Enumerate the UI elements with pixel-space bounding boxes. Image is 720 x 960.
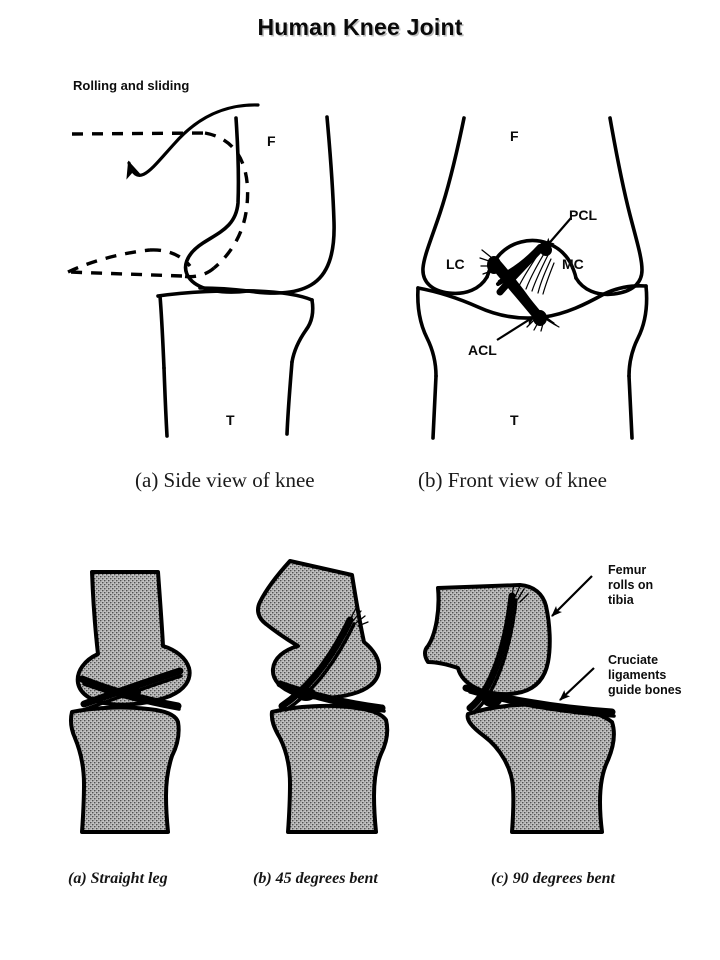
lateral-condyle-label: LC [446,256,465,272]
tibia-outline-front [416,284,649,440]
tibia-outline-side [156,288,315,438]
front-view-figure [416,116,649,440]
panel-45-degrees [256,559,390,834]
cruciate-ligaments-90 [462,583,616,718]
panel-90-degrees [423,575,616,834]
panel-straight-leg [69,570,192,834]
rolling-sliding-label: Rolling and sliding [73,78,190,93]
caption-45-degrees: (b) 45 degrees bent [253,870,378,887]
rolling-sliding-arrow [126,103,260,180]
tibia-bone-45 [269,703,390,834]
femur-rolls-leader-line [551,575,593,617]
page-title: Human Knee Joint [257,14,463,40]
medial-condyle-label: MC [562,256,584,272]
acl-label: ACL [468,342,497,358]
acl-leader-line [496,315,536,341]
caption-90-degrees: (c) 90 degrees bent [491,870,615,887]
caption-straight-leg: (a) Straight leg [68,870,168,887]
cruciate-ligaments-front [479,242,560,332]
pcl-leader-line [544,217,572,249]
caption-front-view: (b) Front view of knee [418,468,607,492]
tibia-label-side: T [226,412,235,428]
displaced-femur-outline [67,131,250,279]
tibia-bone-straight [69,705,181,834]
femur-label-side: F [267,133,276,149]
caption-side-view: (a) Side view of knee [135,468,315,492]
cruciate-guide-leader-line [559,667,595,701]
femur-outline-side [183,115,336,295]
pcl-label: PCL [569,207,597,223]
femur-bone-straight [75,570,192,707]
tibia-bone-90 [465,702,616,834]
side-view-figure [67,103,336,438]
femur-bone-45 [256,559,382,700]
femur-bone-90 [423,583,552,697]
annotation-femur-rolls: Femur rolls on tibia [608,563,654,607]
cruciate-ligaments-45 [276,607,386,713]
femur-label-front: F [510,128,519,144]
annotation-cruciate-guide: Cruciate ligaments guide bones [608,653,682,697]
tibia-label-front: T [510,412,519,428]
cruciate-ligaments-straight [78,667,184,711]
